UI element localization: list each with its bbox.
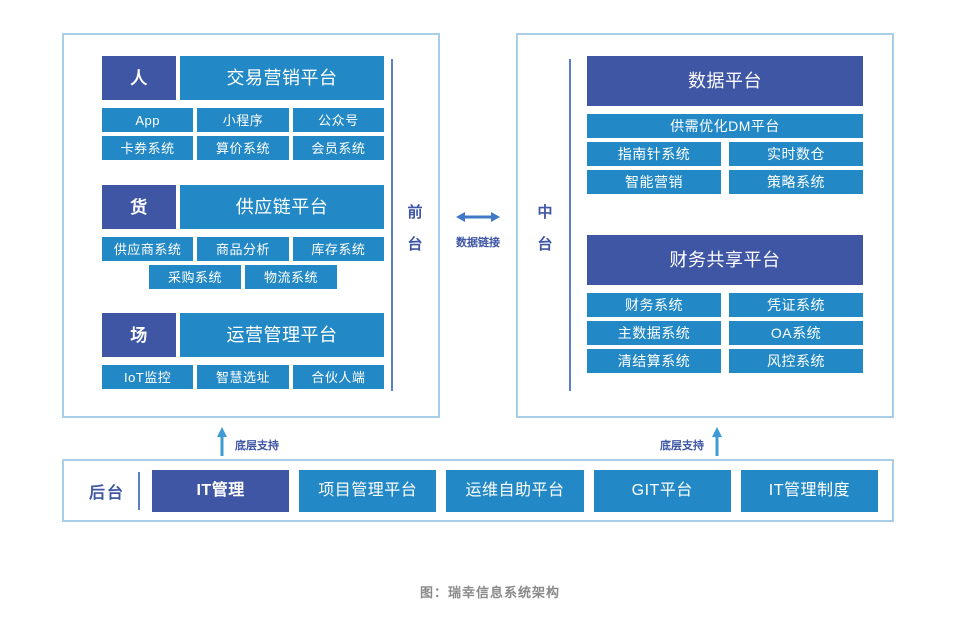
- middle-stage-panel: 中台 数据平台 供需优化DM平台 指南针系统 实时数仓 智能营销 策略系统 财务…: [516, 33, 894, 418]
- support-label-right: 底层支持: [660, 439, 704, 452]
- group-title-supply-chain[interactable]: 供应链平台: [180, 185, 384, 229]
- group-title-trade-marketing[interactable]: 交易营销平台: [180, 56, 384, 100]
- chip-member-system[interactable]: 会员系统: [292, 136, 384, 160]
- middle-stage-label: 中台: [537, 204, 553, 253]
- chip-compass-system[interactable]: 指南针系统: [587, 142, 721, 166]
- chip-smart-marketing[interactable]: 智能营销: [587, 170, 721, 194]
- group-title-data-platform[interactable]: 数据平台: [587, 56, 863, 106]
- group-key-people[interactable]: 人: [102, 56, 176, 100]
- group-people: 人 交易营销平台 App 小程序 公众号 卡券系统 算价系统 会员系统: [102, 56, 384, 160]
- chip-inventory-system[interactable]: 库存系统: [292, 237, 384, 261]
- back-stage-panel: 后台 IT管理 项目管理平台 运维自助平台 GIT平台 IT管理制度: [62, 459, 894, 522]
- chip-risk-control-system[interactable]: 风控系统: [729, 349, 863, 373]
- chip-row: 采购系统 物流系统: [102, 265, 384, 289]
- chip-row: 指南针系统 实时数仓: [587, 142, 863, 166]
- support-label-left: 底层支持: [235, 439, 279, 452]
- chip-pricing-system[interactable]: 算价系统: [197, 136, 289, 160]
- chip-settlement-system[interactable]: 清结算系统: [587, 349, 721, 373]
- chip-row: 智能营销 策略系统: [587, 170, 863, 194]
- group-finance-shared-platform: 财务共享平台 财务系统 凭证系统 主数据系统 OA系统 清结算系统 风控系统: [587, 235, 863, 373]
- chip-finance-system[interactable]: 财务系统: [587, 293, 721, 317]
- group-venue: 场 运营管理平台 IoT监控 智慧选址 合伙人端: [102, 313, 384, 389]
- chip-app[interactable]: App: [102, 108, 194, 132]
- group-title-finance-shared[interactable]: 财务共享平台: [587, 235, 863, 285]
- chip-product-analysis[interactable]: 商品分析: [197, 237, 289, 261]
- chip-row: 主数据系统 OA系统: [587, 321, 863, 345]
- front-stage-label: 前台: [407, 204, 423, 253]
- group-key-venue[interactable]: 场: [102, 313, 176, 357]
- chip-coupon-system[interactable]: 卡券系统: [102, 136, 194, 160]
- chip-strategy-system[interactable]: 策略系统: [729, 170, 863, 194]
- group-goods: 货 供应链平台 供应商系统 商品分析 库存系统 采购系统 物流系统: [102, 185, 384, 289]
- group-header-row: 货 供应链平台: [102, 185, 384, 229]
- chip-purchase-system[interactable]: 采购系统: [149, 265, 241, 289]
- chip-voucher-system[interactable]: 凭证系统: [729, 293, 863, 317]
- chip-row: 财务系统 凭证系统: [587, 293, 863, 317]
- chip-partner-terminal[interactable]: 合伙人端: [292, 365, 384, 389]
- chip-oa-system[interactable]: OA系统: [729, 321, 863, 345]
- chip-official-account[interactable]: 公众号: [292, 108, 384, 132]
- middle-panel-divider: [569, 59, 571, 391]
- group-header-row: 人 交易营销平台: [102, 56, 384, 100]
- group-header-row: 场 运营管理平台: [102, 313, 384, 357]
- chip-logistics-system[interactable]: 物流系统: [245, 265, 337, 289]
- chip-realtime-warehouse[interactable]: 实时数仓: [729, 142, 863, 166]
- chip-row: 供应商系统 商品分析 库存系统: [102, 237, 384, 261]
- chip-supply-demand-dm-platform[interactable]: 供需优化DM平台: [587, 114, 863, 138]
- double-arrow-horizontal-icon: [456, 210, 500, 229]
- figure-caption: 图：瑞幸信息系统架构: [419, 585, 560, 600]
- chip-iot-monitoring[interactable]: IoT监控: [102, 365, 194, 389]
- back-item-it-management[interactable]: IT管理: [152, 469, 290, 512]
- back-item-git-platform[interactable]: GIT平台: [593, 469, 731, 512]
- chip-row: 卡券系统 算价系统 会员系统: [102, 136, 384, 160]
- group-title-operations-management[interactable]: 运营管理平台: [180, 313, 384, 357]
- front-panel-divider: [391, 59, 393, 391]
- chip-row: 供需优化DM平台: [587, 114, 863, 138]
- chip-miniprogram[interactable]: 小程序: [197, 108, 289, 132]
- chip-row: IoT监控 智慧选址 合伙人端: [102, 365, 384, 389]
- arrow-up-icon: [216, 427, 228, 462]
- chip-supplier-system[interactable]: 供应商系统: [102, 237, 194, 261]
- group-header-row: 数据平台: [587, 56, 863, 106]
- back-stage-divider: [138, 471, 140, 510]
- back-item-it-management-policy[interactable]: IT管理制度: [740, 469, 879, 512]
- back-stage-label: 后台: [88, 484, 125, 502]
- data-link-label: 数据链接: [456, 237, 500, 249]
- chip-row: 清结算系统 风控系统: [587, 349, 863, 373]
- chip-smart-site-selection[interactable]: 智慧选址: [197, 365, 289, 389]
- support-arrow-right-group: 底层支持: [660, 427, 723, 462]
- group-header-row: 财务共享平台: [587, 235, 863, 285]
- back-item-project-management[interactable]: 项目管理平台: [299, 469, 437, 512]
- chip-master-data-system[interactable]: 主数据系统: [587, 321, 721, 345]
- data-link-connector: 数据链接: [440, 195, 516, 265]
- front-stage-panel: 前台 人 交易营销平台 App 小程序 公众号 卡券系统 算价系统 会员系统 货…: [62, 33, 440, 418]
- group-data-platform: 数据平台 供需优化DM平台 指南针系统 实时数仓 智能营销 策略系统: [587, 56, 863, 194]
- group-key-goods[interactable]: 货: [102, 185, 176, 229]
- back-item-ops-selfservice[interactable]: 运维自助平台: [446, 469, 584, 512]
- chip-row: App 小程序 公众号: [102, 108, 384, 132]
- arrow-up-icon: [711, 427, 723, 462]
- back-stage-items: IT管理 项目管理平台 运维自助平台 GIT平台 IT管理制度: [152, 469, 879, 512]
- support-arrow-left-group: 底层支持: [216, 427, 279, 462]
